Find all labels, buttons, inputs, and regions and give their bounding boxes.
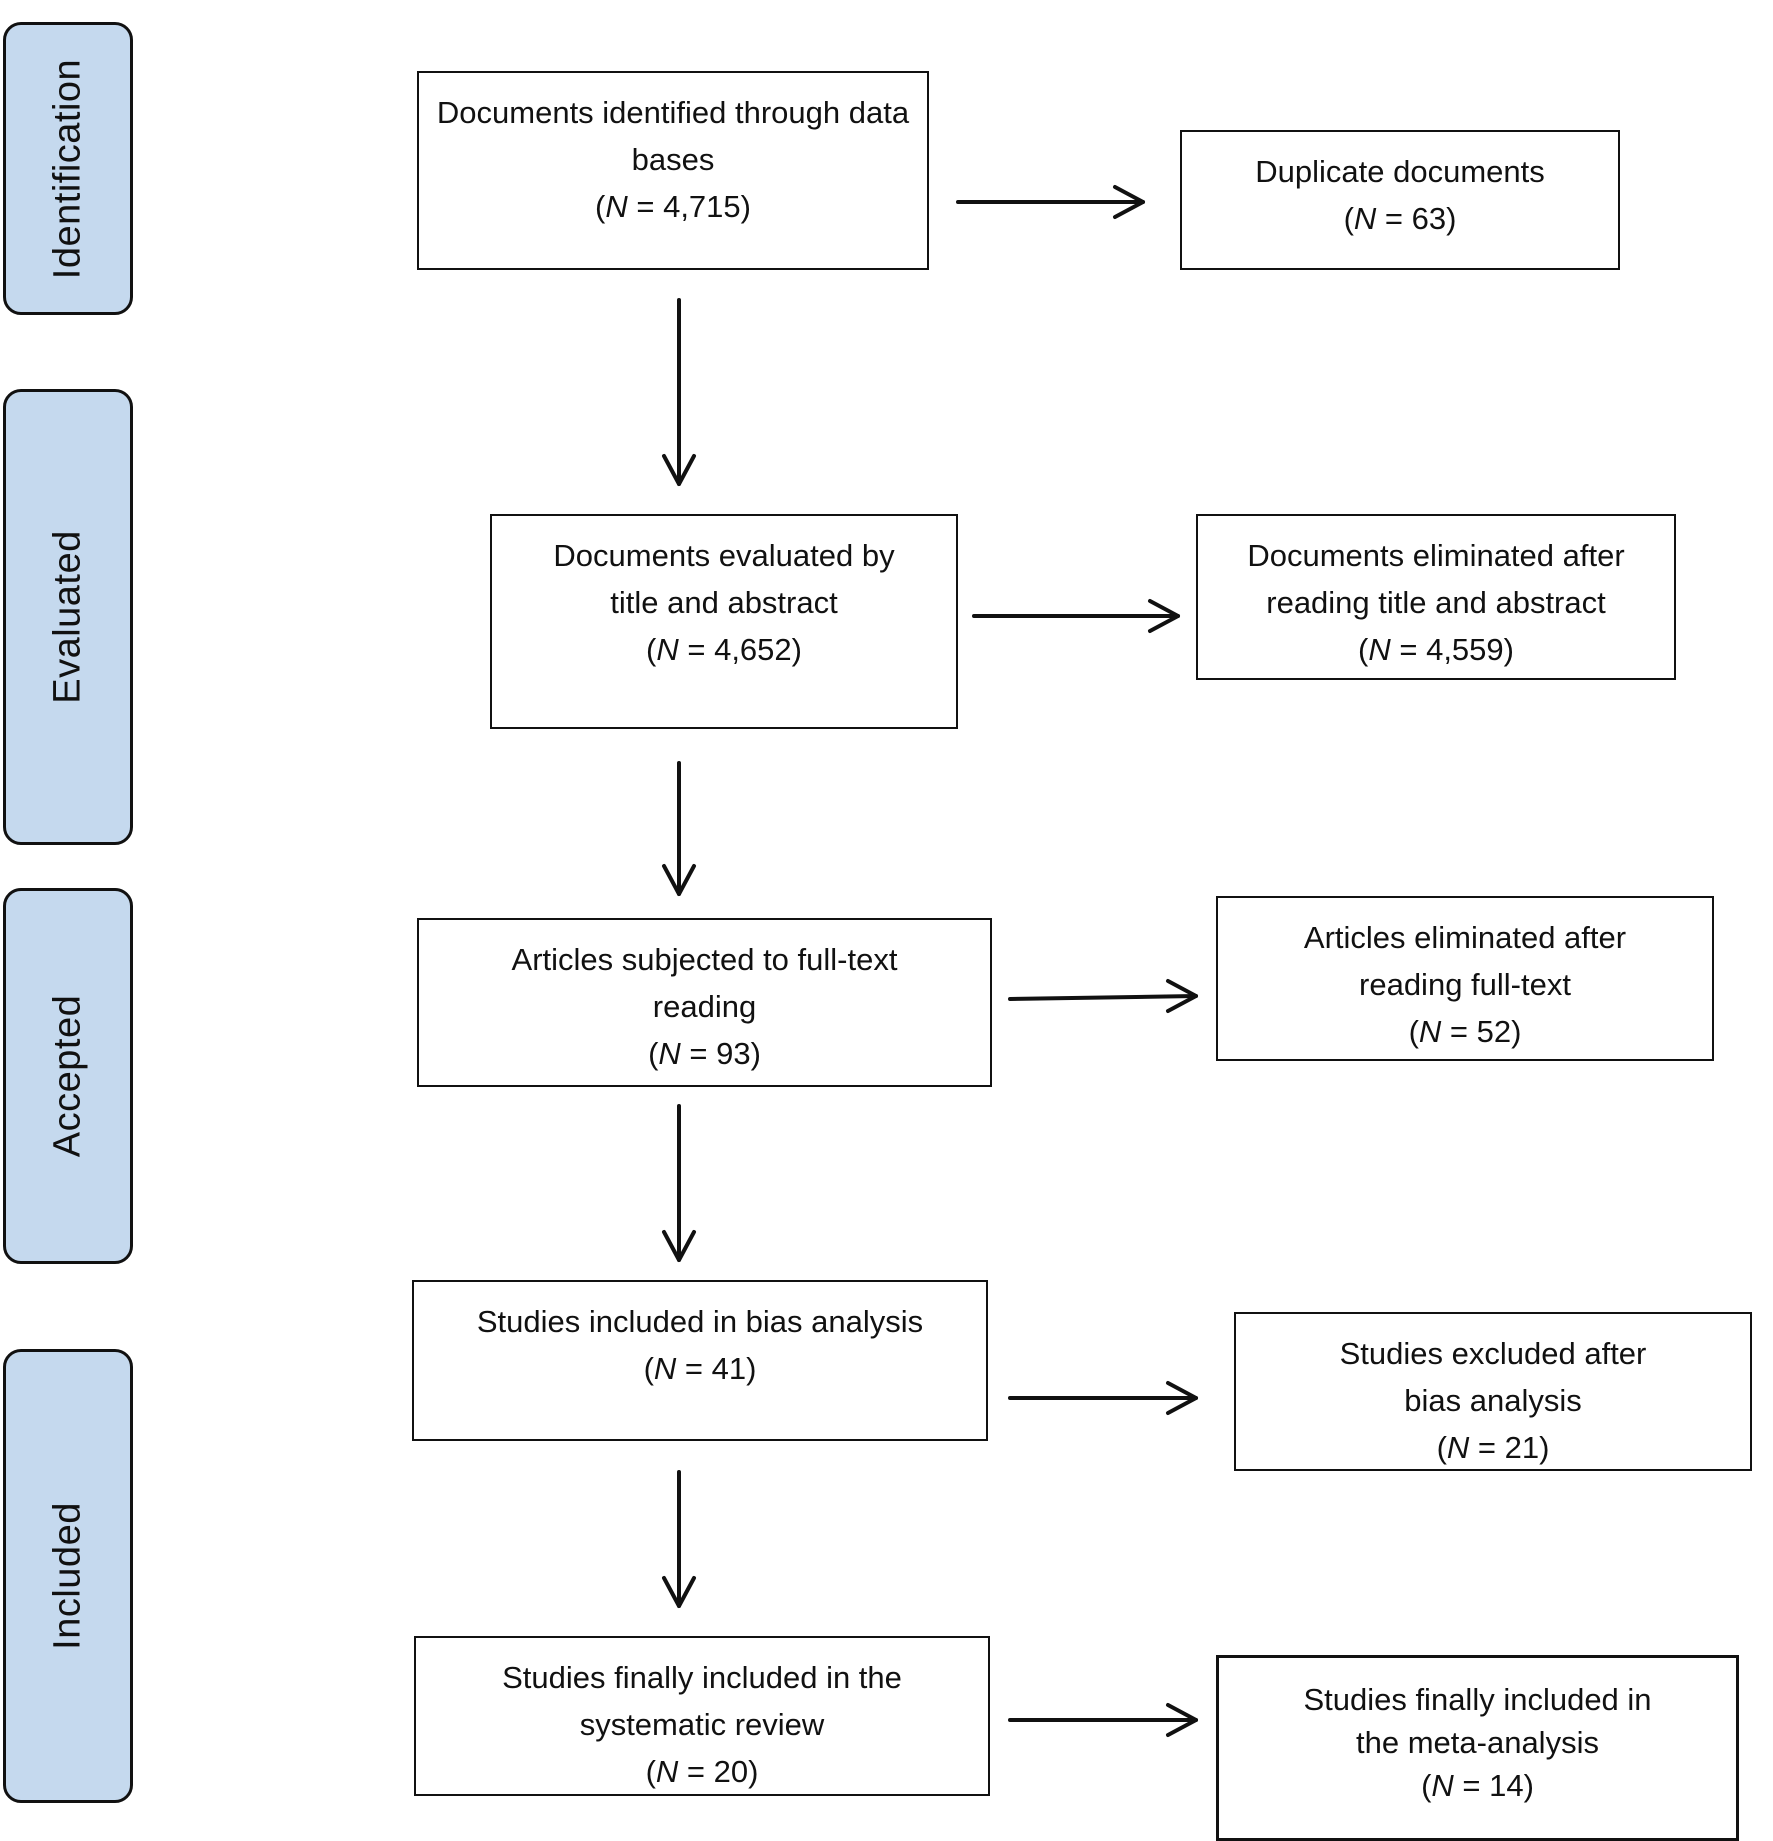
box-fulltext-reading-text: Articles subjected to full-text reading xyxy=(511,942,898,1024)
box-excluded-bias: Studies excluded after bias analysis (N … xyxy=(1234,1312,1752,1471)
box-eliminated-title-abstract-text: Documents eliminated after reading title… xyxy=(1247,538,1625,620)
phase-identification: Identification xyxy=(3,22,133,315)
box-systematic-review: Studies finally included in the systemat… xyxy=(414,1636,990,1796)
phase-accepted-label: Accepted xyxy=(46,994,89,1158)
box-eliminated-fulltext: Articles eliminated after reading full-t… xyxy=(1216,896,1714,1061)
box-fulltext-reading: Articles subjected to full-text reading … xyxy=(417,918,992,1087)
phase-included-label: Included xyxy=(46,1502,89,1650)
arrow-to-duplicates xyxy=(956,185,1145,219)
box-documents-evaluated-text: Documents evaluated by title and abstrac… xyxy=(553,538,895,620)
box-systematic-review-text: Studies finally included in the systemat… xyxy=(502,1660,902,1742)
box-meta-analysis: Studies finally included in the meta-ana… xyxy=(1216,1655,1739,1841)
arrow-to-meta-analysis xyxy=(1008,1703,1198,1737)
box-duplicate-documents-text: Duplicate documents xyxy=(1255,154,1545,189)
box-eliminated-fulltext-count: (N = 52) xyxy=(1408,1014,1522,1049)
box-duplicate-documents: Duplicate documents (N = 63) xyxy=(1180,130,1620,270)
box-documents-identified-count: (N = 4,715) xyxy=(595,189,751,224)
box-documents-evaluated-count: (N = 4,652) xyxy=(646,632,802,667)
box-eliminated-title-abstract-count: (N = 4,559) xyxy=(1358,632,1514,667)
box-documents-evaluated: Documents evaluated by title and abstrac… xyxy=(490,514,958,729)
phase-included: Included xyxy=(3,1349,133,1803)
box-eliminated-fulltext-text: Articles eliminated after reading full-t… xyxy=(1303,920,1627,1002)
box-systematic-review-count: (N = 20) xyxy=(645,1754,759,1789)
phase-evaluated: Evaluated xyxy=(3,389,133,845)
box-documents-identified-text: Documents identified through data bases xyxy=(436,95,910,177)
phase-accepted: Accepted xyxy=(3,888,133,1264)
arrow-to-fulltext xyxy=(662,761,696,896)
box-fulltext-reading-count: (N = 93) xyxy=(648,1036,761,1071)
arrow-to-bias-analysis xyxy=(662,1104,696,1262)
box-documents-identified: Documents identified through data bases … xyxy=(417,71,929,270)
box-bias-analysis: Studies included in bias analysis (N = 4… xyxy=(412,1280,988,1441)
arrow-to-eliminated-title-abstract xyxy=(972,599,1180,633)
box-excluded-bias-count: (N = 21) xyxy=(1436,1430,1550,1465)
phase-evaluated-label: Evaluated xyxy=(46,530,89,704)
arrow-to-systematic-review xyxy=(662,1470,696,1608)
box-excluded-bias-text: Studies excluded after bias analysis xyxy=(1339,1336,1647,1418)
box-bias-analysis-count: (N = 41) xyxy=(643,1351,757,1386)
box-meta-analysis-count: (N = 14) xyxy=(1421,1768,1534,1803)
arrow-to-excluded-bias xyxy=(1008,1381,1198,1415)
box-duplicate-documents-count: (N = 63) xyxy=(1343,201,1457,236)
box-eliminated-title-abstract: Documents eliminated after reading title… xyxy=(1196,514,1676,680)
box-bias-analysis-text: Studies included in bias analysis xyxy=(476,1304,924,1339)
arrow-to-eliminated-fulltext xyxy=(1008,979,1198,1013)
phase-identification-label: Identification xyxy=(46,58,89,279)
arrow-to-evaluated xyxy=(662,298,696,486)
box-meta-analysis-text: Studies finally included in the meta-ana… xyxy=(1303,1682,1652,1760)
